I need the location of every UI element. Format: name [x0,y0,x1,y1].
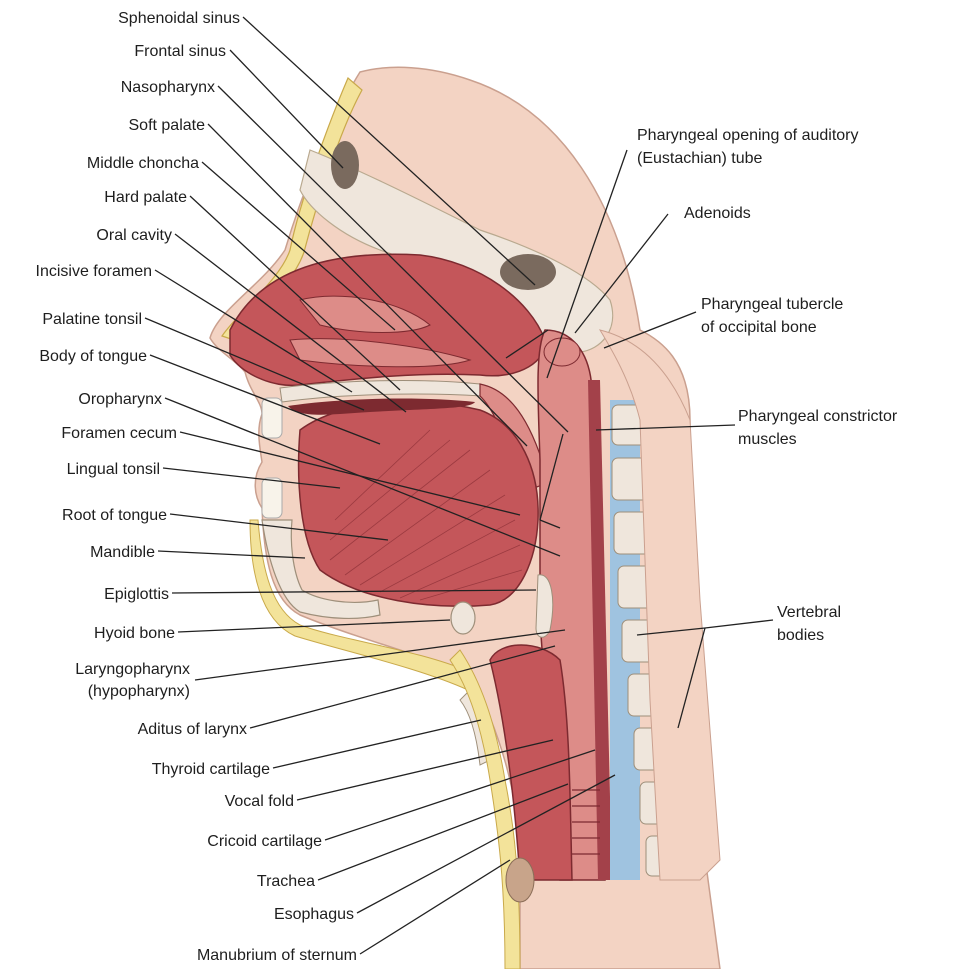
label-root-of-tongue: Root of tongue [62,507,167,524]
label-constrictor-line1: Pharyngeal constrictor [738,408,898,425]
label-pharyngeal-tubercle-line1: Pharyngeal tubercle [701,296,843,313]
label-cricoid-cartilage: Cricoid cartilage [207,833,322,850]
leader-lines [144,16,774,955]
label-vertebral-line2: bodies [777,627,824,644]
label-nasopharynx: Nasopharynx [121,79,215,96]
label-aditus-of-larynx: Aditus of larynx [138,721,247,738]
mandible-shape [261,519,381,620]
label-oropharynx: Oropharynx [78,391,162,408]
label-frontal-sinus: Frontal sinus [134,43,226,60]
label-soft-palate: Soft palate [129,117,206,134]
label-thyroid-cartilage: Thyroid cartilage [152,761,270,778]
hyoid-shape [450,601,476,635]
label-lingual-tonsil: Lingual tonsil [67,461,160,478]
label-epiglottis: Epiglottis [104,586,169,603]
label-incisive-foramen: Incisive foramen [36,263,153,280]
label-laryngopharynx: Laryngopharynx [75,661,190,678]
epiglottis-shape [535,574,554,638]
label-constrictor-line2: muscles [738,431,797,448]
label-adenoids: Adenoids [684,205,751,222]
adenoid-shape [543,337,581,367]
label-palatine-tonsil: Palatine tonsil [42,311,142,328]
label-hard-palate: Hard palate [104,189,187,206]
left-labels: Sphenoidal sinus Frontal sinus Nasophary… [36,10,358,964]
label-pharyngeal-opening-line2: (Eustachian) tube [637,150,763,167]
label-vertebral-line1: Vertebral [777,604,841,621]
occipital-region [598,329,721,881]
label-body-of-tongue: Body of tongue [39,348,147,365]
tracheal-rings [572,789,600,855]
upper-tooth [261,397,283,439]
label-oral-cavity: Oral cavity [96,227,172,244]
label-trachea: Trachea [257,873,315,890]
label-manubrium-of-sternum: Manubrium of sternum [197,947,357,964]
anatomy-illustration [209,66,721,969]
lower-tooth [261,477,283,519]
middle-concha-shape [299,295,431,333]
label-pharyngeal-tubercle-line2: of occipital bone [701,319,817,336]
constrictor-muscle [588,380,612,880]
larynx-trachea [489,644,573,881]
label-foramen-cecum: Foramen cecum [61,425,177,442]
sphenoidal-sinus-shape [500,254,556,290]
label-hyoid-bone: Hyoid bone [94,625,175,642]
label-vocal-fold: Vocal fold [225,793,294,810]
label-esophagus: Esophagus [274,906,354,923]
frontal-sinus-shape [331,141,359,189]
label-sphenoidal-sinus: Sphenoidal sinus [118,10,240,27]
label-pharyngeal-opening-line1: Pharyngeal opening of auditory [637,127,859,144]
oral-cavity-gap [288,398,475,415]
label-mandible: Mandible [90,544,155,561]
right-labels: Pharyngeal opening of auditory (Eustachi… [637,127,898,644]
label-middle-choncha: Middle choncha [87,155,199,172]
label-hypopharynx: (hypopharynx) [88,683,190,700]
tongue-fibers [329,429,523,601]
neck-fat [449,649,521,969]
manubrium-shape [505,857,535,903]
